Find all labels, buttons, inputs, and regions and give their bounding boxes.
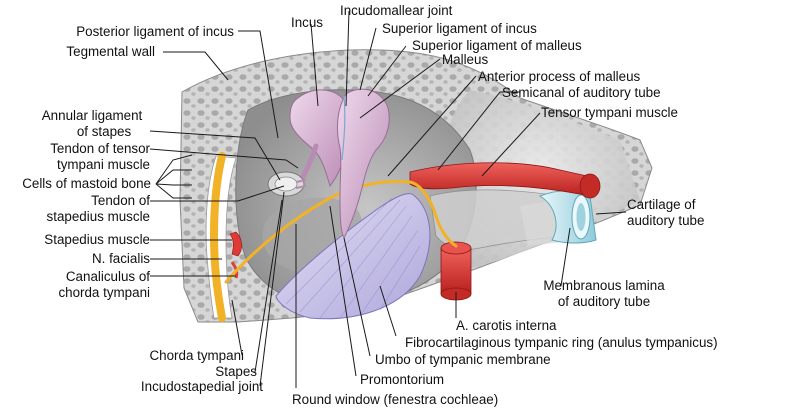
label-superior-ligament-of-malleus: Superior ligament of malleus	[412, 38, 582, 53]
label-membranous-lamina-line1: Membranous lamina	[543, 278, 665, 293]
label-promontorium: Promontorium	[360, 372, 445, 387]
label-annular-ligament-line1: Annular ligament	[41, 108, 143, 123]
label-semicanal-of-auditory-tube: Semicanal of auditory tube	[502, 85, 661, 100]
label-tendon-stapedius-line1: Tendon of	[91, 193, 150, 208]
label-cartilage-of-auditory-tube: Cartilage of auditory tube	[627, 197, 704, 228]
tensor-tympani-muscle	[409, 162, 601, 199]
carotid-artery	[440, 241, 472, 301]
label-incudostapedial-joint: Incudostapedial joint	[140, 379, 263, 394]
label-annular-ligament-of-stapes: Annular ligament of stapes	[30, 108, 154, 139]
label-a-carotis-interna: A. carotis interna	[456, 318, 557, 333]
label-stapes: Stapes	[215, 364, 257, 379]
label-membranous-lamina-line2: of auditory tube	[557, 293, 651, 309]
label-tegmental-wall: Tegmental wall	[66, 44, 155, 59]
label-tendon-of-tensor-tympani: Tendon of tensor tympani muscle	[50, 141, 150, 172]
label-posterior-ligament-of-incus: Posterior ligament of incus	[76, 24, 234, 39]
label-canaliculus-line1: Canaliculus of	[65, 269, 150, 284]
label-incudomallear-joint: Incudomallear joint	[340, 3, 453, 18]
stapedius-muscle	[229, 231, 242, 257]
leader-lines	[149, 10, 627, 388]
label-umbo-of-tympanic-membrane: Umbo of tympanic membrane	[375, 352, 551, 367]
label-anterior-process-of-malleus: Anterior process of malleus	[478, 69, 641, 84]
tympanic-membrane	[275, 193, 431, 320]
label-tendon-of-stapedius: Tendon of stapedius muscle	[47, 193, 150, 224]
label-chorda-tympani: Chorda tympani	[149, 348, 244, 363]
label-annular-ligament-line2: of stapes	[76, 123, 132, 139]
label-membranous-lamina-of-auditory-tube: Membranous lamina of auditory tube	[540, 278, 668, 309]
facial-canal	[205, 152, 242, 322]
label-tendon-tensor-line1: Tendon of tensor	[50, 141, 150, 156]
label-n-facialis: N. facialis	[91, 251, 150, 266]
malleus	[337, 88, 390, 240]
label-fibrocartilaginous-tympanic-ring: Fibrocartilaginous tympanic ring (anulus…	[405, 335, 718, 350]
label-cartilage-line1: Cartilage of	[627, 197, 696, 212]
label-round-window: Round window (fenestra cochleae)	[292, 392, 499, 407]
label-stapedius-muscle: Stapedius muscle	[44, 232, 150, 247]
ossicles	[267, 88, 390, 240]
label-tensor-tympani-muscle: Tensor tympani muscle	[541, 105, 678, 120]
label-superior-ligament-of-incus: Superior ligament of incus	[382, 21, 537, 36]
label-canaliculus-of-chorda-tympani: Canaliculus of chorda tympani	[58, 269, 150, 300]
label-cells-of-mastoid-bone: Cells of mastoid bone	[22, 176, 151, 191]
label-cartilage-line2: auditory tube	[627, 212, 705, 228]
label-tendon-tensor-line2: tympani muscle	[56, 156, 150, 172]
label-incus: Incus	[291, 15, 324, 30]
label-malleus: Malleus	[442, 52, 489, 67]
label-canaliculus-line2: chorda tympani	[58, 284, 150, 300]
label-tendon-stapedius-line2: stapedius muscle	[46, 208, 150, 224]
auditory-tube	[429, 189, 597, 250]
facial-nerve	[210, 152, 226, 322]
